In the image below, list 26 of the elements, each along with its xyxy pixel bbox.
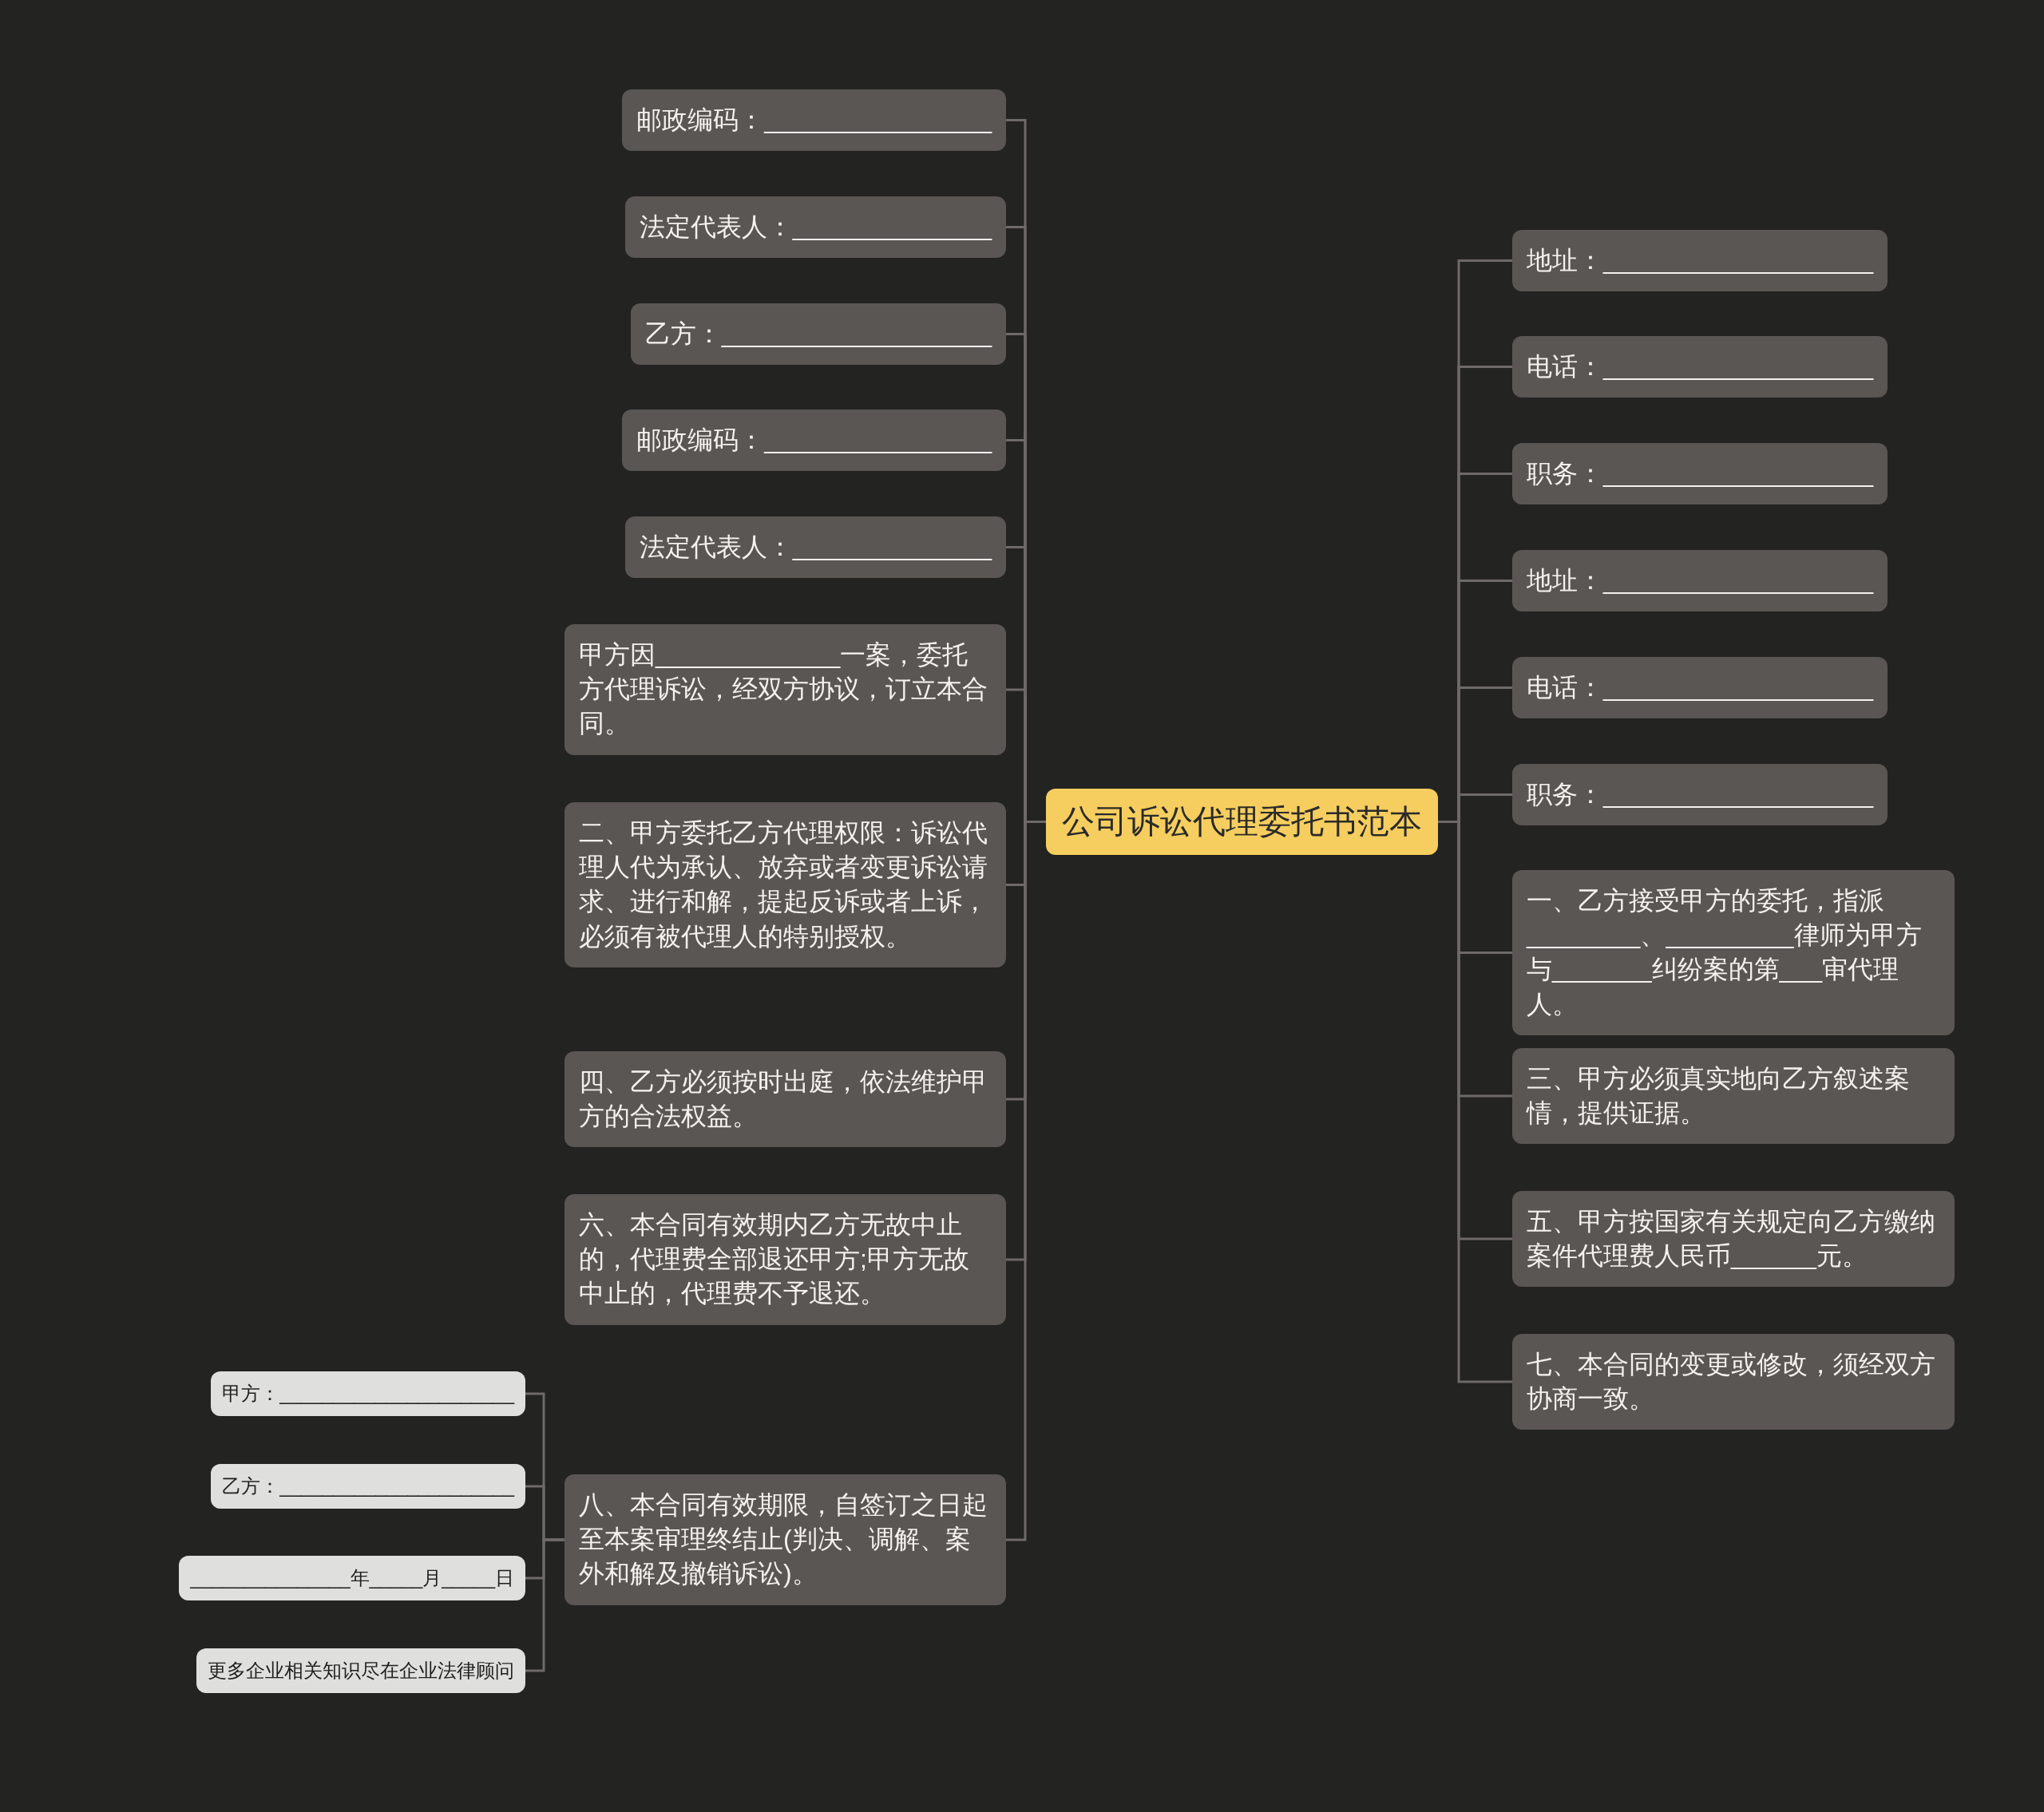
topic-box: 职务：___________________ — [1512, 764, 1888, 826]
topic-box: 邮政编码：________________ — [622, 409, 1006, 472]
topic-box: 地址：___________________ — [1512, 230, 1888, 292]
topic-box: 三、甲方必须真实地向乙方叙述案情，提供证据。 — [1512, 1048, 1955, 1145]
topic-box: 乙方：___________________ — [630, 303, 1006, 366]
topic-box: 邮政编码：________________ — [622, 89, 1006, 152]
subtopic-box: 甲方：______________________ — [211, 1371, 525, 1417]
topic-box: 电话：___________________ — [1512, 657, 1888, 719]
topic-box: 甲方因_____________一案，委托方代理诉讼，经双方协议，订立本合同。 — [564, 624, 1006, 755]
topic-box: 四、乙方必须按时出庭，依法维护甲方的合法权益。 — [564, 1051, 1006, 1148]
topic-box: 电话：___________________ — [1512, 336, 1888, 398]
topic-box: 五、甲方按国家有关规定向乙方缴纳案件代理费人民币______元。 — [1512, 1191, 1955, 1288]
topic-box: 法定代表人：______________ — [624, 196, 1006, 259]
subtopic-box: 乙方：______________________ — [211, 1464, 525, 1509]
connector-line — [525, 1538, 564, 1672]
topic-box: 七、本合同的变更或修改，须经双方协商一致。 — [1512, 1334, 1955, 1430]
topic-box: 地址：___________________ — [1512, 550, 1888, 612]
topic-box: 职务：___________________ — [1512, 443, 1888, 505]
topic-box: 八、本合同有效期限，自签订之日起至本案审理终结止(判决、调解、案外和解及撤销诉讼)。 — [564, 1474, 1006, 1605]
topic-box: 法定代表人：______________ — [624, 516, 1006, 579]
topic-box: 六、本合同有效期内乙方无故中止的，代理费全部退还甲方;甲方无故中止的，代理费不予退还。 — [564, 1194, 1006, 1325]
topic-box: 二、甲方委托乙方代理权限：诉讼代理人代为承认、放弃或者变更诉讼请求、进行和解，提起反诉或者上诉，必须有被代理人的特别授权。 — [564, 802, 1006, 967]
topic-box: 一、乙方接受甲方的委托，指派________、_________律师为甲方与_______纠纷案的第___审代理人。 — [1512, 870, 1955, 1035]
subtopic-box: 更多企业相关知识尽在企业法律顾问 — [196, 1648, 525, 1694]
subtopic-box: _______________年_____月_____日 — [179, 1556, 525, 1601]
central-topic: 公司诉讼代理委托书范本 — [1046, 789, 1438, 856]
